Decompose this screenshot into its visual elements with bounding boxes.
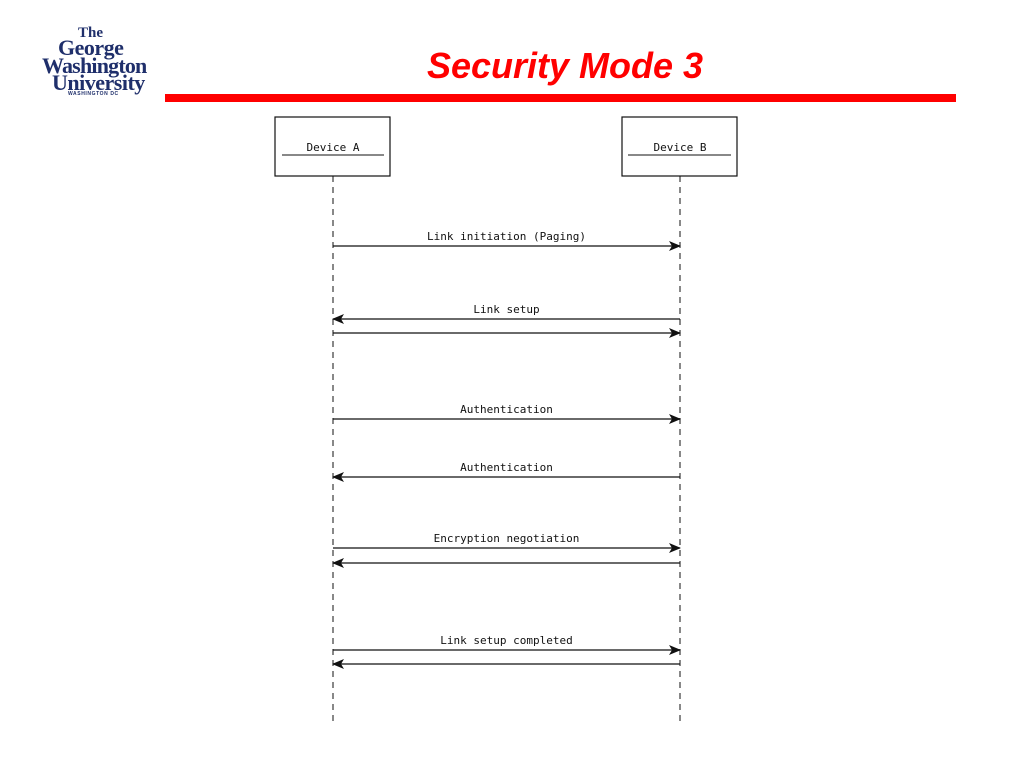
logo-line-3: Washington [42,53,147,78]
participant-label: Device B [654,141,707,154]
participant-label: Device A [307,141,360,154]
message-group: Link initiation (Paging) Link setupAuthen… [332,230,681,669]
message-label: Encryption negotiation [434,532,580,545]
university-logo: The George Washington University WASHING… [38,22,166,97]
message-label: Authentication [460,461,553,474]
title-rule [165,94,956,102]
logo-line-2: George [58,35,124,60]
participant-device-b: Device B [621,116,738,177]
message-label: Link initiation (Paging) [427,230,586,243]
participant-device-a: Device A [274,116,391,177]
logo-line-5: WASHINGTON DC [68,91,119,97]
message-label: Authentication [460,403,553,416]
message-label: Link setup [473,303,539,316]
slide-title: Security Mode 3 [426,45,704,86]
logo-line-4: University [52,70,145,95]
message-label: Link setup completed [440,634,572,647]
logo-line-1: The [78,25,104,41]
